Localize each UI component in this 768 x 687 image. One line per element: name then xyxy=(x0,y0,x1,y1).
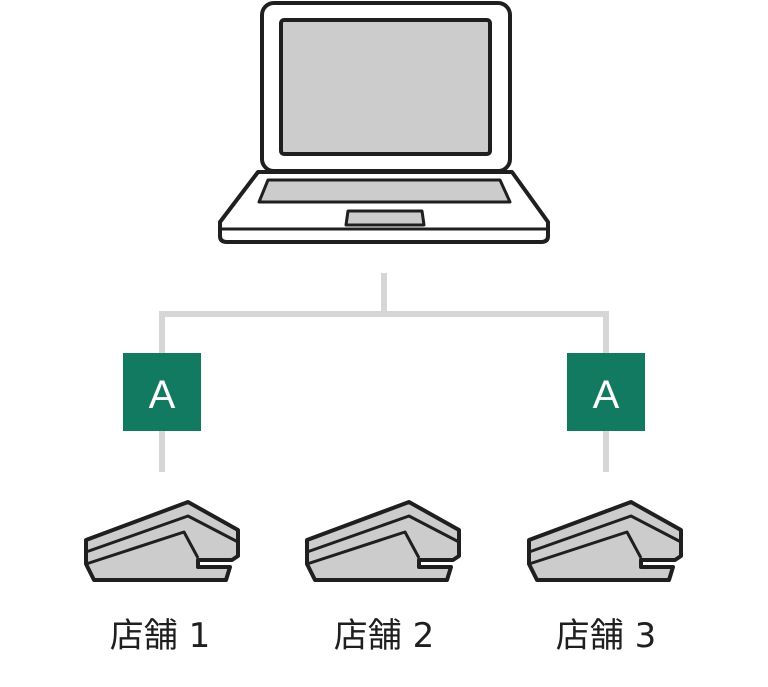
connector-lines xyxy=(159,273,609,472)
store-label: 店舗 2 xyxy=(334,616,434,656)
badge-label: A xyxy=(593,373,620,417)
store-1: 店舗 1 xyxy=(84,500,240,656)
badge-label: A xyxy=(149,373,176,417)
laptop-icon xyxy=(218,1,550,244)
store-3: 店舗 3 xyxy=(527,500,683,656)
store-label: 店舗 3 xyxy=(556,616,656,656)
cash-register-icon xyxy=(527,500,683,582)
store-label: 店舗 1 xyxy=(110,616,210,656)
badge-store-1: A xyxy=(123,353,201,431)
store-2: 店舗 2 xyxy=(305,500,461,656)
cash-register-icon xyxy=(84,500,240,582)
badge-store-3: A xyxy=(567,353,645,431)
cash-register-icon xyxy=(305,500,461,582)
